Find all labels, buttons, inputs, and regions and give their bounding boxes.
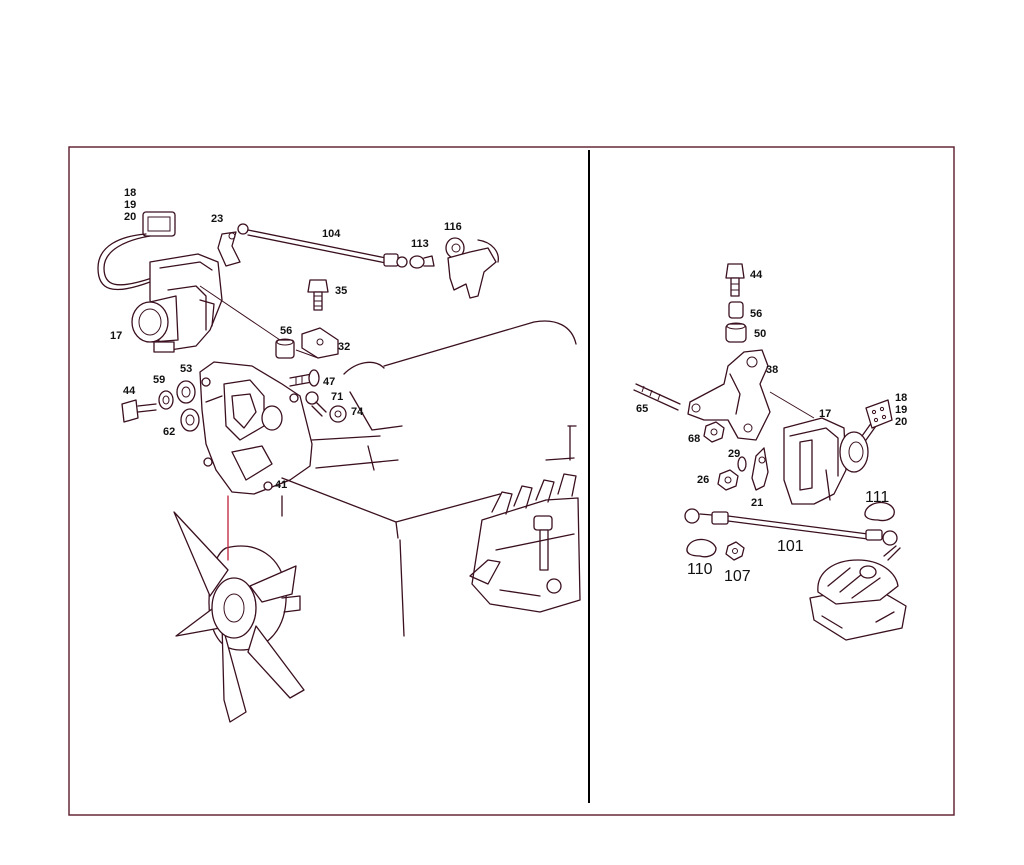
spacer-right [728, 301, 744, 319]
stud-right [633, 383, 681, 411]
spacer-part [275, 338, 295, 359]
ball-socket-110 [686, 538, 717, 558]
callout-44: 44 [123, 385, 136, 397]
callout-23: 23 [211, 213, 223, 225]
clip-part [217, 231, 241, 267]
callout-18: 18 [124, 187, 136, 199]
callout-21: 21 [751, 497, 763, 509]
callout-104: 104 [322, 228, 341, 240]
callout-71: 71 [331, 391, 343, 403]
callout-62: 62 [163, 426, 175, 438]
connecting-rod-right [684, 508, 898, 546]
callout-18-right: 18 [895, 392, 907, 404]
ball-socket-111 [864, 501, 895, 522]
left-panel: 18 19 20 23 104 113 116 35 17 56 32 44 5… [97, 187, 581, 723]
callout-59: 59 [153, 374, 165, 386]
pump-housing-right [809, 545, 907, 641]
callout-50: 50 [754, 328, 766, 340]
ball-joint-part [409, 255, 435, 269]
injection-pump [469, 473, 581, 613]
engine-block [281, 320, 577, 637]
callout-110: 110 [687, 561, 713, 578]
lever-right [751, 447, 769, 491]
bushing-part [176, 380, 196, 404]
callout-68: 68 [688, 433, 700, 445]
washer-right [737, 456, 747, 472]
connector-plug [97, 211, 176, 291]
bracket-part [301, 327, 339, 359]
callout-111: 111 [865, 489, 889, 506]
callout-101: 101 [777, 538, 804, 555]
callout-32: 32 [338, 341, 350, 353]
nut-right-small [717, 469, 739, 491]
callout-26: 26 [697, 474, 709, 486]
callout-74: 74 [351, 406, 364, 418]
washer-part [158, 390, 174, 410]
callout-41: 41 [275, 479, 287, 491]
callout-56: 56 [280, 325, 292, 337]
callout-29: 29 [728, 448, 740, 460]
bolt-left [121, 399, 157, 423]
callout-56-right: 56 [750, 308, 762, 320]
callout-20: 20 [124, 211, 136, 223]
callout-116: 116 [444, 221, 462, 233]
lever-part [445, 237, 499, 299]
callout-53: 53 [180, 363, 192, 375]
callout-65: 65 [636, 403, 648, 415]
callout-17-right: 17 [819, 408, 831, 420]
callout-44-right: 44 [750, 269, 763, 281]
actuator-right [783, 417, 877, 505]
callout-107: 107 [724, 568, 751, 585]
callout-19-right: 19 [895, 404, 907, 416]
fan-assembly [173, 495, 305, 723]
callout-113: 113 [411, 238, 429, 250]
callout-20-right: 20 [895, 416, 907, 428]
nut-107 [725, 541, 745, 561]
bracket-right [687, 349, 771, 441]
callout-17: 17 [110, 330, 122, 342]
mounting-bracket [199, 361, 313, 495]
bolt-right [725, 263, 745, 297]
bolt-part [307, 279, 329, 311]
stud-part [305, 391, 327, 417]
diagram-frame [68, 146, 955, 816]
nut-part [329, 405, 347, 423]
bushing-right [725, 322, 747, 343]
callout-47: 47 [323, 376, 335, 388]
connector-right [865, 399, 893, 429]
actuator-left [131, 253, 223, 353]
callout-38: 38 [766, 364, 778, 376]
nut-right [703, 421, 725, 443]
screw-part [289, 369, 320, 387]
right-panel: 44 56 50 38 65 17 18 19 20 68 29 26 21 1… [633, 263, 907, 641]
callout-35: 35 [335, 285, 347, 297]
connecting-rod-top [237, 223, 408, 268]
callout-19: 19 [124, 199, 136, 211]
bushing-lower [180, 408, 200, 432]
